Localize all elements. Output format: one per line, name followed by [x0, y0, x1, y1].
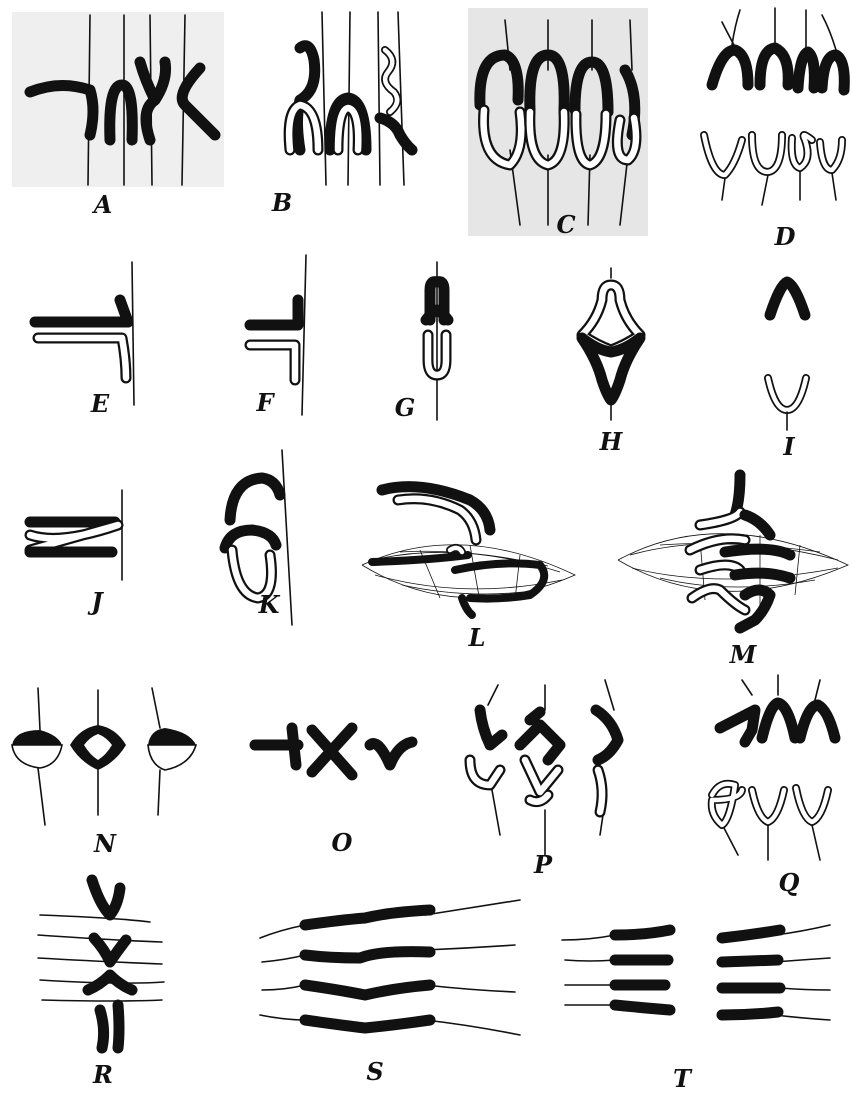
- panel-r-diagram: [38, 880, 164, 1048]
- panel-q-diagram: [712, 675, 835, 860]
- panel-label-o: O: [332, 831, 353, 855]
- panel-label-m: M: [730, 643, 757, 667]
- panel-n-diagram: [12, 688, 196, 825]
- panel-label-l: L: [469, 626, 486, 650]
- panel-m-diagram: [618, 475, 848, 628]
- panel-h-diagram: [582, 268, 640, 420]
- panel-j-diagram: [30, 490, 122, 580]
- panel-label-g: G: [395, 396, 416, 420]
- panel-label-j: J: [91, 590, 102, 614]
- panel-label-r: R: [93, 1063, 113, 1087]
- panel-label-i: I: [783, 435, 794, 459]
- panel-s-diagram: [260, 900, 520, 1035]
- panel-label-k: K: [259, 593, 280, 617]
- panel-label-p: P: [534, 853, 552, 877]
- panel-l-diagram: [362, 487, 575, 615]
- panel-i-diagram: [768, 282, 806, 430]
- panel-g-diagram: [426, 262, 448, 420]
- panel-c-diagram: [468, 8, 648, 236]
- panel-o-diagram: [255, 728, 412, 775]
- panel-p-diagram: [470, 680, 618, 855]
- panel-a-diagram: [12, 12, 224, 187]
- panel-label-d: D: [775, 225, 796, 249]
- panel-d-diagram: [704, 8, 844, 205]
- panel-label-q: Q: [779, 871, 800, 895]
- panel-label-h: H: [600, 430, 623, 454]
- panel-label-n: N: [94, 832, 116, 856]
- panel-label-s: S: [366, 1060, 383, 1084]
- panel-label-f: F: [256, 391, 273, 415]
- panel-label-b: B: [272, 191, 292, 215]
- panel-t-diagram: [562, 925, 830, 1020]
- panel-label-e: E: [91, 392, 109, 416]
- panel-label-a: A: [94, 193, 113, 217]
- panel-b-diagram: [289, 12, 412, 185]
- panel-label-c: C: [556, 213, 575, 237]
- panel-label-t: T: [673, 1067, 691, 1091]
- panel-e-diagram: [35, 262, 134, 405]
